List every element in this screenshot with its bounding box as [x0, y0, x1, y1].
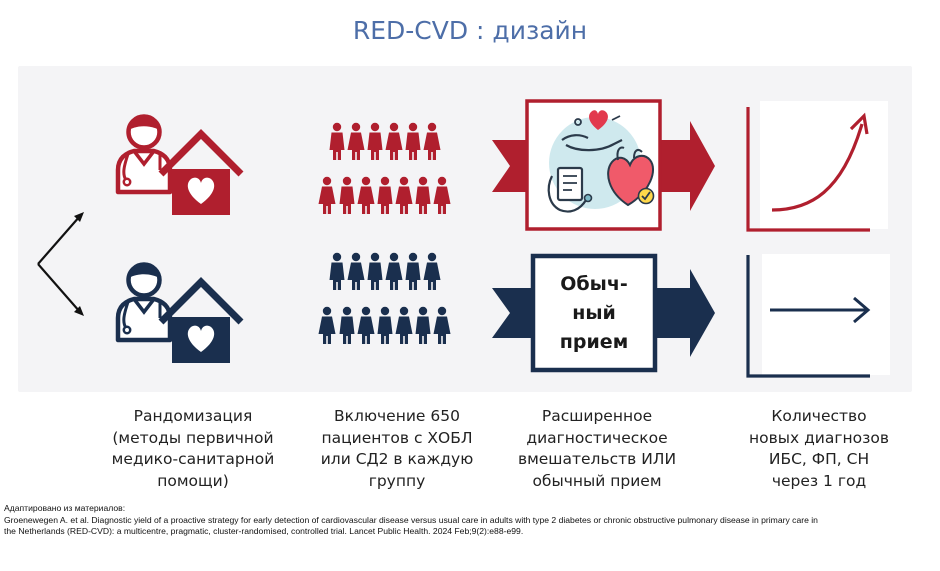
person-figure	[385, 252, 403, 290]
person-figure	[423, 252, 441, 290]
person-figure	[415, 306, 431, 344]
person-figure	[318, 306, 336, 344]
people-crowd-icon	[318, 252, 451, 344]
source-heading: Адаптировано из материалов:	[4, 503, 126, 513]
person-figure	[329, 122, 345, 160]
source-line-1: Groenewegen A. et al. Diagnostic yield o…	[4, 514, 818, 525]
person-figure	[347, 122, 365, 160]
doctor-home-icon	[118, 117, 241, 216]
source-line-2: the Netherlands (RED-CVD): a multicentre…	[4, 526, 524, 536]
cardio-diagnostics-icon	[547, 110, 655, 213]
caption-outcome: Количество новых диагнозов ИБС, ФП, СН ч…	[749, 407, 889, 490]
person-figure	[433, 306, 451, 344]
person-figure	[433, 176, 451, 214]
person-figure	[347, 252, 365, 290]
person-figure	[415, 176, 431, 214]
person-figure	[318, 176, 336, 214]
person-figure	[339, 176, 355, 214]
person-figure	[405, 122, 421, 160]
person-figure	[357, 306, 375, 344]
caption-inclusion: Включение 650 пациентов с ХОБЛ или СД2 в…	[320, 407, 474, 490]
person-figure	[395, 176, 413, 214]
usual-care-box-label: Обыч- ный прием	[559, 273, 629, 353]
flat-arrow-icon	[746, 254, 890, 378]
caption-randomization: Рандомизация (методы первичной медико-са…	[111, 407, 275, 490]
randomization-fork-arrows	[37, 212, 84, 316]
navy-usual-care-arrow	[492, 253, 715, 373]
person-figure	[385, 122, 403, 160]
doctor-home-icon	[118, 265, 241, 364]
caption-intervention: Расширенное диагностическое вмешательств…	[517, 407, 677, 490]
person-figure	[395, 306, 413, 344]
person-figure	[377, 176, 393, 214]
person-figure	[367, 252, 383, 290]
person-figure	[357, 176, 375, 214]
people-crowd-icon	[318, 122, 451, 214]
exponential-growth-icon	[746, 101, 888, 232]
person-figure	[367, 122, 383, 160]
page-title: RED-CVD : дизайн	[352, 16, 588, 45]
person-figure	[405, 252, 421, 290]
person-figure	[377, 306, 393, 344]
person-figure	[329, 252, 345, 290]
source-citation: Адаптировано из материалов: Groenewegen …	[4, 503, 936, 538]
person-figure	[423, 122, 441, 160]
person-figure	[339, 306, 355, 344]
